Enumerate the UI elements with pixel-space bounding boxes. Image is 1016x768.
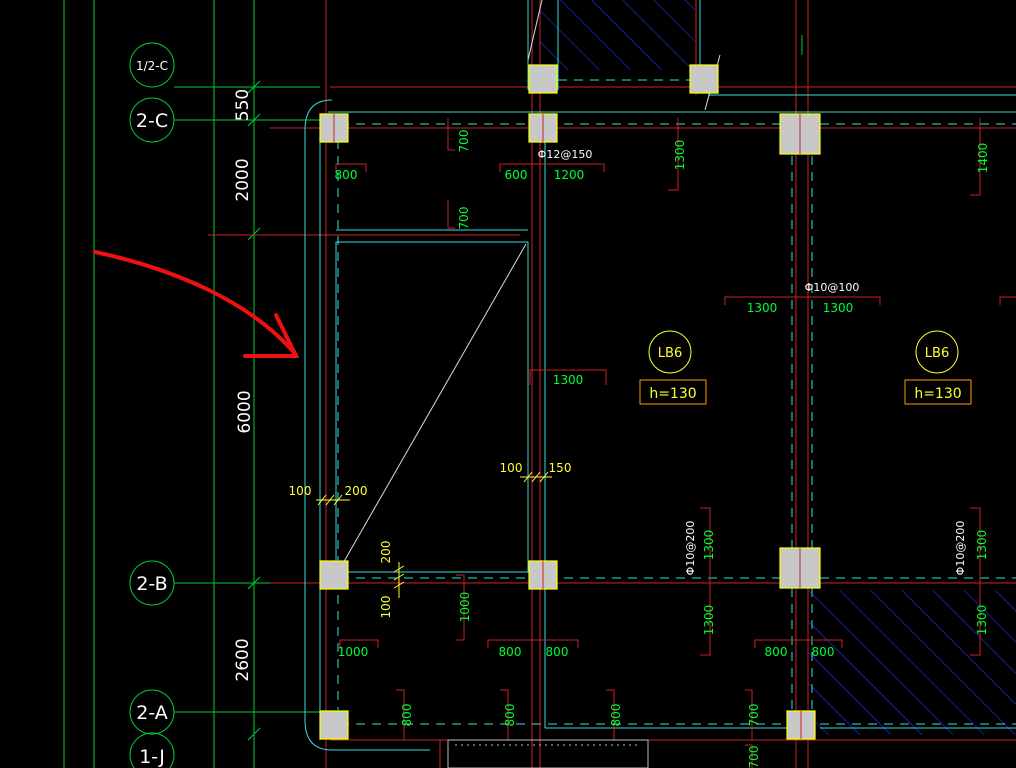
dim-550: 550 xyxy=(233,89,253,121)
green-grid-lines xyxy=(63,0,803,768)
slab-thickness-box-2 xyxy=(904,379,972,405)
hatched-areas xyxy=(540,0,1016,735)
bottom-detail xyxy=(447,739,649,768)
len-700-d: 700 xyxy=(747,746,761,768)
rebar-brackets xyxy=(335,118,1016,768)
column xyxy=(319,560,349,590)
hatch-top-opening xyxy=(540,0,695,70)
axis-bubble-2-c xyxy=(129,97,175,143)
len-800-f: 800 xyxy=(400,704,414,727)
slab-markers: LB6 h=130 LB6 h=130 xyxy=(639,330,972,405)
len-1400: 1400 xyxy=(976,143,990,174)
thk-200-a: 200 xyxy=(345,484,368,498)
axis-labels: 1/2-C 2-C 2-B 2-A 1-J xyxy=(136,59,168,768)
len-1300-v3: 1300 xyxy=(702,605,716,636)
slab-name-2: LB6 xyxy=(925,346,949,361)
slab-thickness-1: h=130 xyxy=(649,386,696,402)
column xyxy=(689,64,719,94)
len-1300-v1: 1300 xyxy=(673,140,687,171)
hatch-bottom-right xyxy=(808,590,1016,735)
len-800-d: 800 xyxy=(765,645,788,659)
len-800-b: 800 xyxy=(499,645,522,659)
column-crosslines xyxy=(333,114,802,739)
len-1300-v4: 1300 xyxy=(975,530,989,561)
slab-thickness-box-1 xyxy=(639,379,707,405)
rebar-spec-phi12: Φ12@150 xyxy=(538,148,593,161)
dim-6000: 6000 xyxy=(235,390,255,433)
len-1300-v2: 1300 xyxy=(702,530,716,561)
thickness-ticks xyxy=(316,471,552,598)
len-800-h: 800 xyxy=(609,704,623,727)
dimension-ticks xyxy=(247,80,261,741)
thk-100-a: 100 xyxy=(289,484,312,498)
rebar-spec-phi10-top: Φ10@100 xyxy=(805,281,860,294)
axis-bubbles xyxy=(129,42,175,768)
axis-label-1-2-c: 1/2-C xyxy=(136,59,168,73)
axis-bubble-2-b xyxy=(129,560,175,606)
axis-label-2-a: 2-A xyxy=(136,702,168,724)
slab-name-1: LB6 xyxy=(658,346,682,361)
axis-bubble-1-2-c xyxy=(129,42,175,88)
len-600: 600 xyxy=(505,168,528,182)
axis-label-2-c: 2-C xyxy=(136,110,168,132)
thk-100-b: 100 xyxy=(500,461,523,475)
axis-label-2-b: 2-B xyxy=(136,573,167,595)
rebar-spec-phi10-side-1: Φ10@200 xyxy=(684,521,697,576)
len-1000-h: 1000 xyxy=(338,645,369,659)
thickness-mark-labels: 100 200 100 150 200 100 xyxy=(289,461,572,618)
len-700-a: 700 xyxy=(457,130,471,153)
len-800-c: 800 xyxy=(546,645,569,659)
len-1000-v: 1000 xyxy=(458,592,472,623)
rebar-length-labels: 700 800 600 1200 1300 1400 700 1300 1300… xyxy=(335,130,990,768)
dim-2600: 2600 xyxy=(233,638,253,681)
column xyxy=(528,64,558,94)
vertical-dimensions: 550 2000 6000 2600 xyxy=(233,89,255,682)
len-1200: 1200 xyxy=(554,168,585,182)
axis-bubble-1-j xyxy=(129,732,175,768)
len-800-g: 800 xyxy=(503,704,517,727)
axis-label-1-j: 1-J xyxy=(139,746,165,768)
slab-bubble-2 xyxy=(915,330,959,374)
len-700-c: 700 xyxy=(747,704,761,727)
slab-thickness-2: h=130 xyxy=(914,386,961,402)
cyan-wall-outlines xyxy=(304,0,1016,751)
rebar-designations: Φ12@150 Φ10@100 Φ10@200 Φ10@200 xyxy=(538,148,967,575)
dim-2000: 2000 xyxy=(233,158,253,201)
thk-200-b: 200 xyxy=(379,541,393,564)
len-800-e: 800 xyxy=(812,645,835,659)
len-1300-h2: 1300 xyxy=(823,301,854,315)
slab-bubble-1 xyxy=(648,330,692,374)
thk-100-c: 100 xyxy=(379,596,393,619)
len-800-a: 800 xyxy=(335,168,358,182)
len-1300-h1: 1300 xyxy=(747,301,778,315)
axis-bubble-2-a xyxy=(129,689,175,735)
len-1300-v5: 1300 xyxy=(975,605,989,636)
rebar-spec-phi10-side-2: Φ10@200 xyxy=(954,521,967,576)
thk-150: 150 xyxy=(549,461,572,475)
columns xyxy=(319,64,821,740)
len-700-b: 700 xyxy=(457,207,471,230)
annotation-arrow xyxy=(93,250,300,358)
len-1300-mid: 1300 xyxy=(553,373,584,387)
column xyxy=(319,710,349,740)
